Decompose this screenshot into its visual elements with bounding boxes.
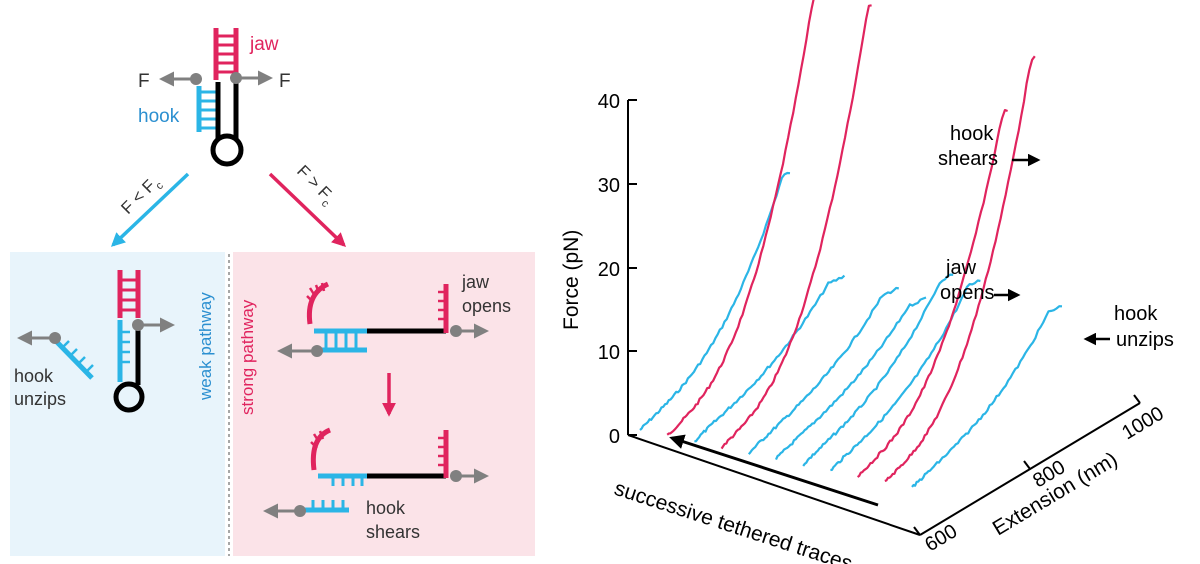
force-label-left: F — [138, 71, 150, 92]
hook-unzips-annotation-2: unzips — [1116, 329, 1174, 351]
force-trace-10 — [884, 55, 1036, 482]
force-axis-label: Force (pN) — [560, 230, 583, 330]
depth-axis-label: successive tethered traces — [611, 477, 855, 564]
force-tick-label: 0 — [609, 426, 620, 448]
jaw-opens-annotation-1: jaw — [945, 257, 977, 279]
force-trace-5 — [747, 286, 899, 455]
extension-tick-label: 600 — [921, 520, 961, 556]
strong-branch-arrow — [268, 172, 347, 247]
trace-group — [639, 0, 1063, 488]
depth-direction-arrow — [669, 434, 879, 507]
weak-hook-label-2: unzips — [14, 389, 66, 409]
strong-construct-1 — [277, 281, 489, 359]
strong-pathway-label: strong pathway — [238, 299, 257, 415]
top-hook — [196, 86, 218, 132]
weak-branch-condition: F < Fc — [117, 172, 166, 221]
jaw-opens-annotation-2: opens — [940, 282, 995, 304]
force-label-right: F — [279, 71, 291, 92]
force-tick-label: 40 — [598, 91, 620, 113]
force-trace-1 — [639, 171, 791, 431]
force-trace-3 — [694, 274, 846, 443]
force-trace-11 — [911, 305, 1063, 488]
weak-construct — [17, 270, 175, 413]
strong-construct-2 — [263, 427, 489, 519]
hook-label: hook — [138, 106, 180, 127]
force-ticks — [628, 99, 637, 436]
force-trace-4 — [720, 4, 872, 450]
force-trace-7 — [802, 273, 954, 467]
handle-bead — [190, 73, 202, 85]
handle-bead — [230, 72, 242, 84]
depth-axis-line — [627, 434, 921, 536]
hook-unzips-annotation-1: hook — [1114, 303, 1158, 325]
hook-shears-annotation-1: hook — [950, 123, 994, 145]
jaw-label: jaw — [249, 34, 279, 55]
force-tick-label: 10 — [598, 342, 620, 364]
top-backbone — [210, 82, 244, 167]
hook-shears-annotation-2: shears — [938, 148, 998, 170]
force-trace-6 — [774, 296, 927, 461]
force-trace-2 — [666, 0, 815, 436]
extension-ticks — [913, 394, 1141, 536]
weak-hook-label-1: hook — [14, 366, 54, 386]
force-chart: 0 10 20 30 40 Force (pN) 600 800 1000 Ex… — [560, 0, 1174, 564]
jaw-opens-label-1: jaw — [461, 272, 490, 292]
svg-text:F < Fc: F < Fc — [117, 172, 166, 221]
weak-branch-arrow — [110, 172, 190, 247]
extension-tick-label: 1000 — [1118, 403, 1167, 445]
force-trace-9 — [856, 108, 1008, 478]
jaw-opens-label-2: opens — [462, 296, 511, 316]
force-tick-label: 30 — [598, 175, 620, 197]
weak-pathway-label: weak pathway — [196, 292, 215, 401]
hook-shears-label-2: shears — [366, 522, 420, 542]
top-construct — [159, 28, 273, 167]
hook-shears-label-1: hook — [366, 498, 406, 518]
force-tick-label: 20 — [598, 259, 620, 281]
